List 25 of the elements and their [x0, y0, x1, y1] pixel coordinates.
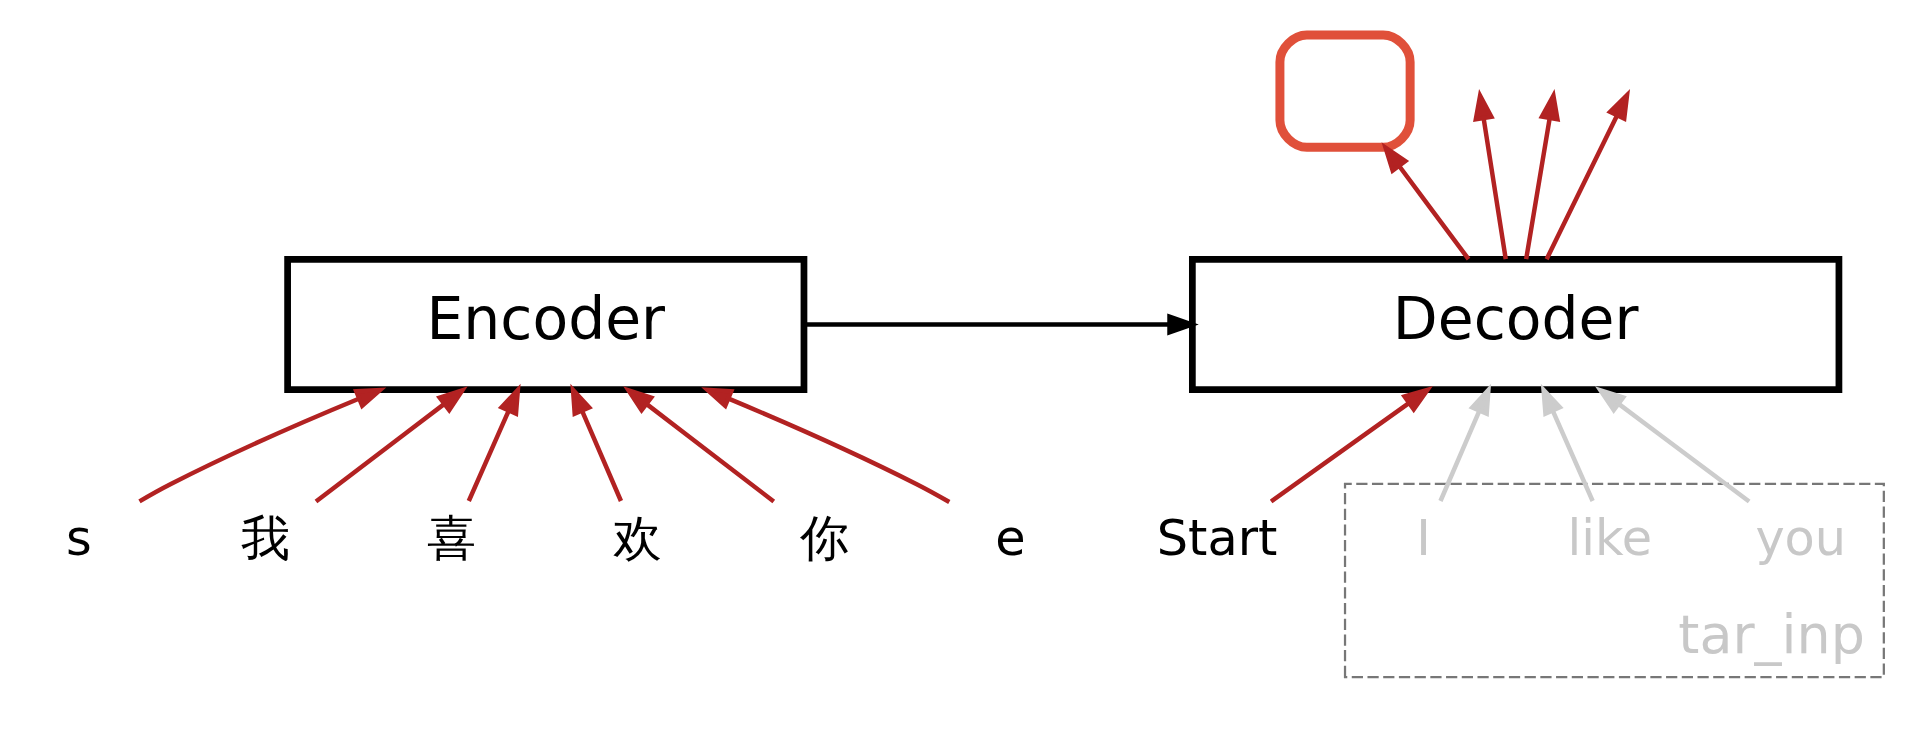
node-text: Start [1156, 508, 1278, 567]
arrow [138, 387, 387, 504]
arrow [804, 313, 1199, 336]
arrow [1540, 383, 1595, 502]
arrow [701, 387, 951, 504]
node-box: Decoder [1189, 256, 1843, 394]
arrow [1544, 88, 1631, 261]
node-text: 喜 [427, 508, 476, 567]
node-text: s [65, 508, 92, 567]
arrow [623, 386, 776, 504]
arrow [466, 383, 521, 502]
node-text: 欢 [613, 508, 663, 567]
node-text: e [995, 508, 1026, 567]
arrow [570, 383, 623, 502]
node-box [1275, 30, 1415, 152]
node-text: 你 [799, 508, 849, 567]
arrow [1595, 386, 1751, 504]
arrow [314, 386, 468, 504]
node-box: Encoder [284, 256, 808, 394]
arrow [1523, 89, 1561, 260]
arrow [1269, 385, 1433, 504]
arrow [1381, 142, 1471, 261]
node-text: 我 [240, 508, 290, 567]
arrow [1438, 383, 1492, 502]
arrow [1473, 89, 1508, 260]
